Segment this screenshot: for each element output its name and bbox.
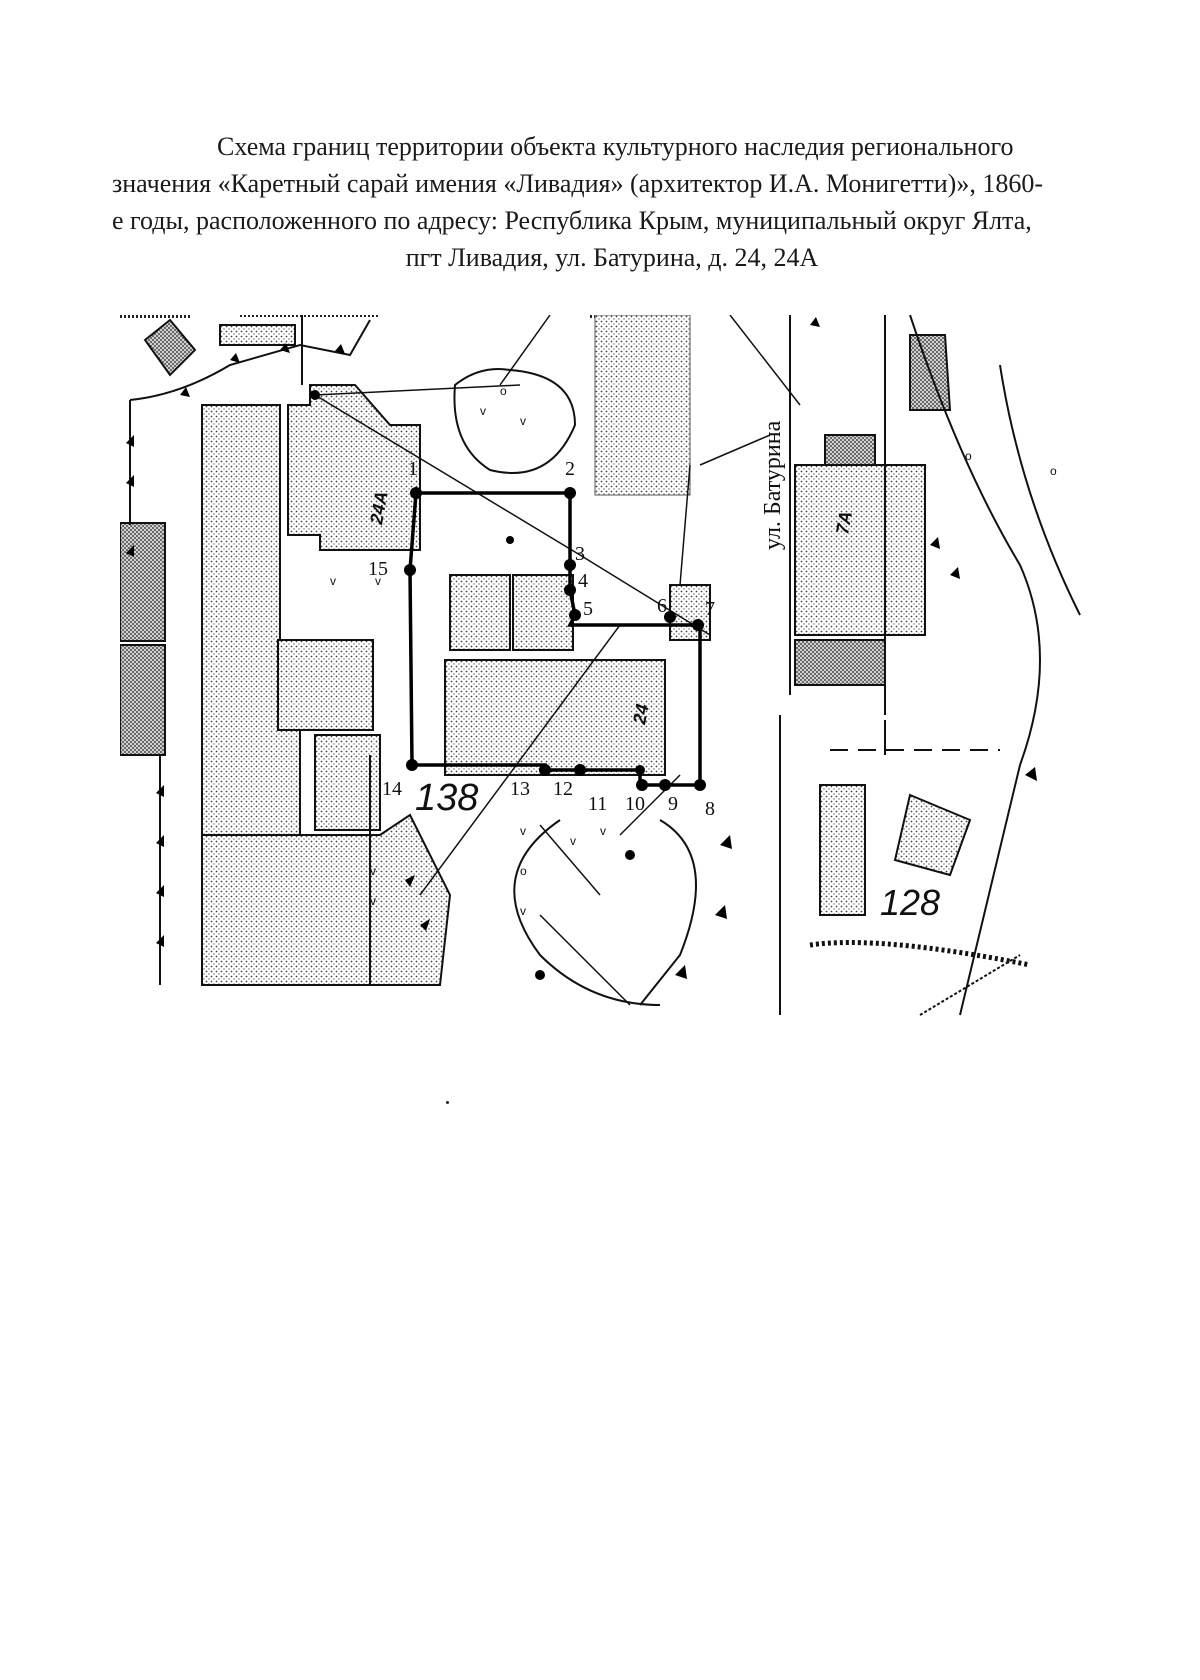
building-mid-left [277,639,374,731]
svg-text:v: v [370,894,376,908]
point-11 [635,765,645,775]
street-label: ул. Батурина [760,420,786,550]
point-label-13: 13 [510,778,530,800]
building-inner-right [512,574,574,651]
point-label-14: 14 [382,778,402,800]
point-3 [564,559,576,571]
title-line-2: значения «Каретный сарай имения «Ливадия… [112,169,1043,198]
point-label-8: 8 [705,798,715,820]
boundary-point-markers [310,390,706,980]
road-center-strip [594,315,691,496]
scan-speck [446,1101,449,1104]
svg-text:v: v [520,414,526,428]
point-7 [692,619,704,631]
building-left-strip-bottom [120,644,166,756]
building-128-right [893,793,972,877]
point-1 [410,487,422,499]
point-label-3: 3 [575,543,585,565]
house-labels: 24А 24 7А [366,490,856,727]
svg-text:o: o [520,864,527,878]
building-large-left [201,404,301,836]
parcel-labels: 138 128 [415,777,940,923]
point-label-2: 2 [565,458,575,480]
cadastral-map: v v o v v v o v v v v v o o 24А 24 7А 13… [120,315,1081,1016]
building-right-lower [794,639,886,686]
title-line-1: Схема границ территории объекта культурн… [217,132,1014,161]
svg-text:o: o [1050,464,1057,478]
point-label-1: 1 [408,458,418,480]
svg-text:v: v [480,404,486,418]
map-title: Схема границ территории объекта культурн… [112,128,1112,276]
title-line-4: пгт Ливадия, ул. Батурина, д. 24, 24А [405,243,819,272]
point-8 [694,779,706,791]
svg-text:v: v [370,864,376,878]
point-label-6: 6 [657,595,667,617]
building-128-top [819,784,866,916]
point-6 [664,611,676,623]
buildings [120,315,972,986]
svg-text:v: v [570,834,576,848]
svg-text:v: v [520,824,526,838]
building-7a-top [824,434,876,466]
point-label-12: 12 [553,778,573,800]
point-labels: 1 2 3 4 5 6 7 8 9 10 11 12 13 14 15 [368,458,715,820]
label-7a: 7А [832,510,856,536]
road-lines [129,315,1081,1016]
svg-text:o: o [965,449,972,463]
point-label-7: 7 [705,598,715,620]
svg-text:v: v [330,574,336,588]
point-label-9: 9 [668,793,678,815]
label-24: 24 [629,702,652,726]
point-10 [636,779,648,791]
building-24 [444,659,666,776]
point-label-4: 4 [578,570,588,592]
building-24a [287,384,421,551]
point-4 [564,584,576,596]
building-bottom-left [201,813,452,986]
boundary-triangles [126,317,1037,979]
svg-text:v: v [375,574,381,588]
point-5 [569,609,581,621]
svg-text:o: o [500,384,507,398]
parcel-128: 128 [880,882,940,923]
point-label-11: 11 [588,793,607,815]
parcel-138: 138 [415,777,478,819]
building-inner-left [449,574,511,651]
building-top-left [143,318,197,377]
point-13 [539,764,551,776]
building-7a [794,464,926,636]
point-14 [406,759,418,771]
point-12 [574,764,586,776]
point-15 [404,564,416,576]
point-label-15: 15 [368,558,388,580]
point-label-10: 10 [625,793,645,815]
svg-text:v: v [600,824,606,838]
svg-text:v: v [520,904,526,918]
point-label-5: 5 [583,598,593,620]
vegetation-marks: v v o v v v o v v v v v o o [330,384,1057,918]
building-left-strip-top [120,522,166,642]
building-top-small [219,324,296,346]
point-9 [659,779,671,791]
point-2 [564,487,576,499]
title-line-3: е годы, расположенного по адресу: Респуб… [112,206,1032,235]
